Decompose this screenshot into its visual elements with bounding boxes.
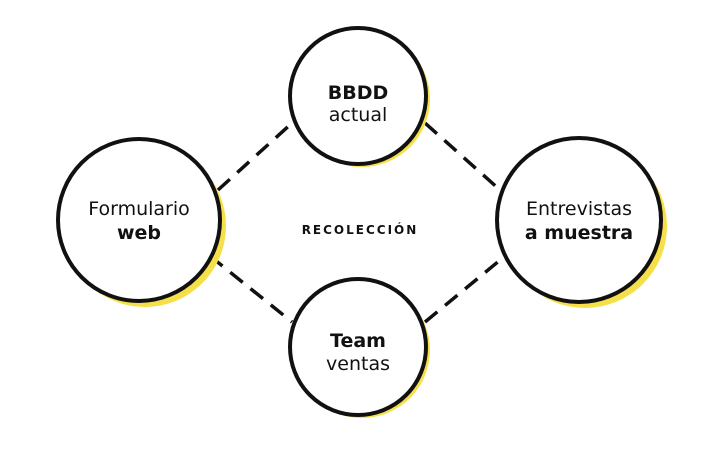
node-circle: [56, 137, 222, 303]
center-label: RECOLECCIÓN: [302, 222, 419, 237]
node-left-line2: web: [117, 222, 161, 244]
node-circle: [288, 277, 428, 417]
connector-bottom-right: [423, 254, 507, 324]
connectors: [208, 121, 507, 324]
node-entrevistas-a-muestra: Entrevistas a muestra: [495, 136, 667, 308]
node-bottom-line2: ventas: [326, 353, 390, 375]
node-team-ventas: Team ventas: [288, 277, 430, 418]
node-left-line1: Formulario: [88, 198, 190, 220]
node-bottom-line1: Team: [330, 330, 386, 352]
node-bbdd-actual: BBDD actual: [288, 26, 430, 167]
node-right-line2: a muestra: [525, 222, 633, 244]
connector-left-bottom: [208, 254, 294, 324]
connector-top-right: [423, 121, 502, 192]
node-top-line1: BBDD: [328, 82, 389, 104]
node-formulario-web: Formulario web: [56, 137, 226, 307]
node-right-line1: Entrevistas: [526, 198, 632, 220]
connector-left-top: [216, 121, 294, 192]
node-circle: [288, 26, 428, 166]
node-circle: [495, 136, 663, 304]
node-top-line2: actual: [329, 104, 388, 126]
